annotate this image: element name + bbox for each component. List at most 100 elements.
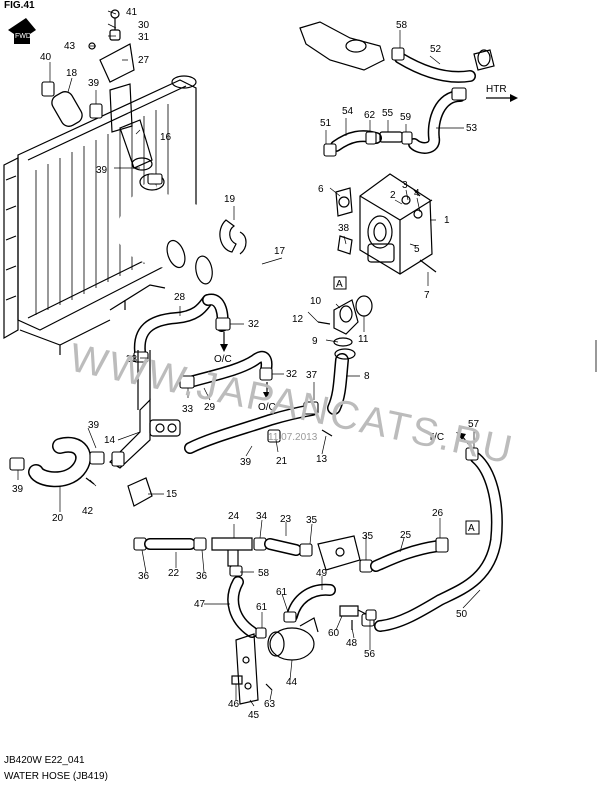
part-label: 25 (400, 530, 412, 541)
part-label: 47 (194, 599, 206, 610)
part-label: 35 (306, 515, 318, 526)
heater-hoses (299, 21, 495, 157)
part-label: 16 (160, 132, 172, 143)
part-label: 5 (414, 244, 420, 255)
part-label: 21 (276, 456, 288, 467)
part-label: 7 (424, 290, 430, 301)
part-label: 3 (402, 180, 408, 191)
part-label: 36 (138, 571, 150, 582)
part-label: 53 (466, 123, 478, 134)
part-label: 11 (358, 334, 369, 345)
part-label: 15 (166, 489, 178, 500)
part-label: 29 (204, 402, 216, 413)
figure-header: FIG.41 FWD (4, 0, 36, 44)
fwd-arrow-icon (8, 18, 36, 44)
part-label: 26 (432, 508, 444, 519)
part-label: 52 (430, 44, 442, 55)
oc-arrows: O/C O/C (214, 332, 276, 413)
part-labels: 41 30 31 43 27 40 18 39 16 39 19 17 58 5… (12, 7, 480, 721)
hose-50 (361, 447, 503, 632)
figure-code: JB420W E22_041 (4, 755, 85, 766)
part-label: 41 (126, 7, 138, 18)
hose-8-assembly (317, 295, 373, 415)
part-label: 56 (364, 649, 376, 660)
part-label: 39 (12, 484, 24, 495)
part-label: 2 (390, 190, 396, 201)
part-label: 39 (240, 457, 252, 468)
part-label: 33 (182, 404, 194, 415)
watermark-text: WWW.JAPANCATS.RU (66, 336, 518, 473)
part-label: 32 (286, 369, 298, 380)
part-label: 46 (228, 699, 240, 710)
htr-label: HTR (486, 84, 507, 95)
hose-28 (133, 293, 231, 363)
part-label: 40 (40, 52, 52, 63)
leader-lines (17, 10, 481, 707)
part-label: 62 (364, 110, 376, 121)
ref-a-upper: A (336, 279, 343, 290)
part-label: 23 (280, 514, 292, 525)
part-label: 28 (174, 292, 186, 303)
clamps-upper (41, 81, 163, 185)
part-label: 4 (414, 188, 420, 199)
lower-hose-run (133, 535, 449, 577)
part-label: 18 (66, 68, 78, 79)
part-label: 58 (396, 20, 408, 31)
part-label: 17 (274, 246, 286, 257)
tc-label: T/C (428, 432, 444, 443)
figure-label: FIG.41 (4, 0, 35, 11)
part-label: 9 (312, 336, 318, 347)
thermostat-housing (335, 173, 437, 275)
part-label: 61 (256, 602, 268, 613)
part-label: 54 (342, 106, 354, 117)
part-label: 27 (138, 55, 150, 66)
part-label: 39 (88, 78, 100, 89)
part-label: 34 (256, 511, 268, 522)
tc-arrow: T/C (428, 432, 471, 447)
ref-box-a-upper: A (333, 276, 347, 290)
part-label: 55 (382, 108, 394, 119)
part-label: 37 (306, 370, 318, 381)
part-label: 63 (264, 699, 276, 710)
radiator-illustration (3, 75, 197, 355)
part-label: 51 (320, 118, 332, 129)
part-label: 30 (138, 20, 150, 31)
pump-assembly (227, 576, 377, 705)
part-label: 43 (64, 41, 76, 52)
part-label: 39 (88, 420, 100, 431)
part-label: 10 (310, 296, 322, 307)
part-label: 58 (258, 568, 270, 579)
part-label: 22 (168, 568, 180, 579)
fwd-label: FWD (15, 33, 31, 40)
part-label: 36 (196, 571, 208, 582)
part-label: 48 (346, 638, 358, 649)
part-label: 6 (318, 184, 324, 195)
part-label: 38 (338, 223, 350, 234)
part-label: 57 (468, 419, 480, 430)
bracket-19 (219, 219, 247, 255)
part-label: 44 (286, 677, 298, 688)
part-label: 13 (316, 454, 328, 465)
part-label: 33 (126, 354, 138, 365)
figure-caption: JB420W E22_041 WATER HOSE (JB419) (4, 755, 108, 782)
part-label: 24 (228, 511, 240, 522)
part-label: 45 (248, 710, 260, 721)
part-label: 49 (316, 568, 328, 579)
part-label: 50 (456, 609, 468, 620)
part-label: 59 (400, 112, 412, 123)
htr-arrow: HTR (486, 84, 518, 102)
hose-18 (51, 91, 83, 127)
ref-box-a-lower: A (465, 520, 480, 535)
hose-20 (9, 436, 105, 488)
part-label: 32 (248, 319, 260, 330)
part-label: 31 (138, 32, 150, 43)
date-stamp: 11.07.2013 (268, 432, 318, 443)
part-label: 19 (224, 194, 236, 205)
part-label: 1 (444, 215, 450, 226)
part-label: 35 (362, 531, 374, 542)
part-label: 42 (82, 506, 94, 517)
part-label: 8 (364, 371, 370, 382)
part-label: 60 (328, 628, 340, 639)
part-label: 14 (104, 435, 116, 446)
